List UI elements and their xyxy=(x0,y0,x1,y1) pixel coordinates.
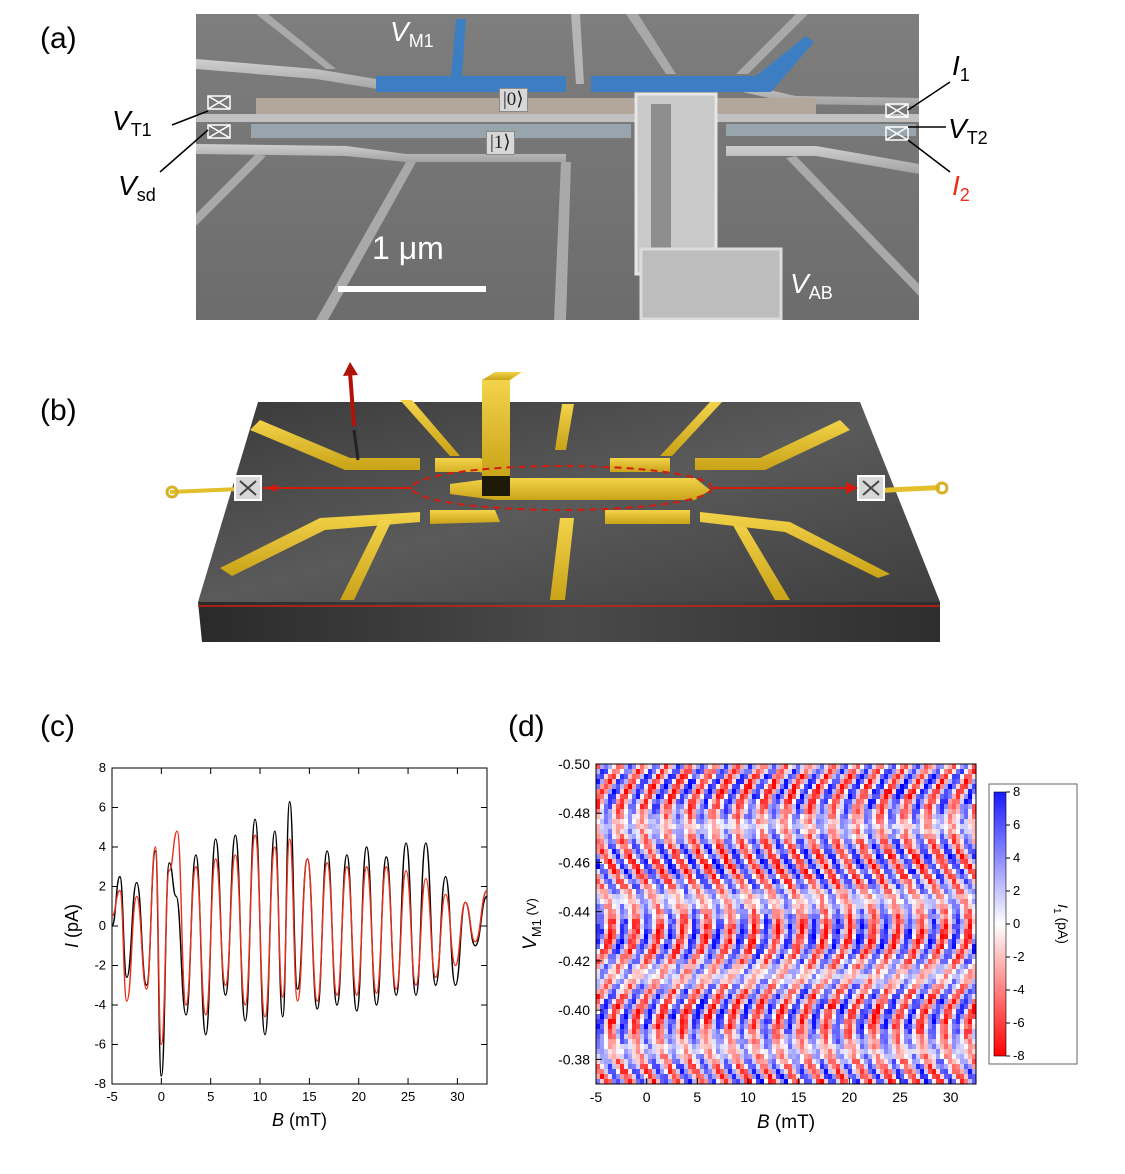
colorbar-tick-label: -2 xyxy=(1013,949,1025,964)
label-vab: VAB xyxy=(790,268,833,303)
x-tick-label: 30 xyxy=(943,1089,959,1105)
y-tick-label: -2 xyxy=(94,958,106,973)
colorbar-tick-label: 2 xyxy=(1013,883,1020,898)
colorbar-tick-label: -4 xyxy=(1013,982,1025,997)
colorbar-tick-label: -8 xyxy=(1013,1048,1025,1063)
plot-frame xyxy=(595,763,977,1085)
colorbar-tick-label: 4 xyxy=(1013,850,1020,865)
panel-label-c: (c) xyxy=(40,710,75,743)
device-schematic xyxy=(165,362,949,642)
y-tick-label: -0.44 xyxy=(558,904,590,920)
x-tick-label: 25 xyxy=(892,1089,908,1105)
colorbar-label: I1 (pA) xyxy=(1051,904,1071,944)
x-tick-label: 30 xyxy=(450,1089,464,1104)
x-tick-label: 15 xyxy=(791,1089,807,1105)
panel-label-a: (a) xyxy=(40,22,77,55)
x-tick-label: 0 xyxy=(643,1089,651,1105)
x-axis-label: B (mT) xyxy=(757,1112,815,1133)
y-tick-label: -8 xyxy=(94,1076,106,1091)
label-vt2: VT2 xyxy=(948,113,988,148)
x-tick-label: 25 xyxy=(401,1089,415,1104)
y-axis-label: I (pA) xyxy=(62,904,82,948)
y-tick-label: -0.40 xyxy=(558,1002,590,1018)
x-tick-label: -5 xyxy=(106,1089,118,1104)
ket-zero: |0⟩ xyxy=(499,88,528,112)
chart-c: -5 0 5 10 15 20 25 30 -8 -6 -4 -2 0 2 4 6 8 B (mT) I (pA) xyxy=(62,760,488,1130)
x-tick-label: 10 xyxy=(253,1089,267,1104)
y-tick-label: 2 xyxy=(99,879,106,894)
scalebar-label: 1 μm xyxy=(372,230,444,266)
x-tick-label: 5 xyxy=(693,1089,701,1105)
label-vsd: Vsd xyxy=(118,170,156,205)
series-line-1 xyxy=(111,830,488,1046)
label-i2: I2 xyxy=(952,170,970,205)
x-tick-label: 5 xyxy=(207,1089,214,1104)
colorbar-tick-label: 6 xyxy=(1013,817,1020,832)
y-tick-label: -0.46 xyxy=(558,854,590,870)
y-tick-label: 6 xyxy=(99,800,106,815)
label-vm1: VM1 xyxy=(390,16,434,51)
y-axis-label: VM1 (V) xyxy=(520,898,544,950)
colorbar-tick-label: -6 xyxy=(1013,1015,1025,1030)
x-tick-label: -5 xyxy=(590,1089,603,1105)
y-tick-label: -0.50 xyxy=(558,756,590,772)
y-tick-label: -6 xyxy=(94,1037,106,1052)
heatmap-cells xyxy=(596,764,977,1085)
label-vt1: VT1 xyxy=(112,105,152,140)
y-tick-label: 8 xyxy=(99,760,106,775)
ket-one: |1⟩ xyxy=(486,131,515,155)
x-tick-label: 0 xyxy=(158,1089,165,1104)
label-leader-lines xyxy=(159,81,951,173)
x-tick-label: 20 xyxy=(351,1089,365,1104)
colorbar-tick-label: 0 xyxy=(1013,916,1020,931)
colorbar xyxy=(993,791,1007,1057)
sem-micrograph xyxy=(196,14,919,320)
y-tick-label: -0.48 xyxy=(558,805,590,821)
y-tick-label: -0.38 xyxy=(558,1051,590,1067)
label-i1: I1 xyxy=(952,50,970,85)
y-tick-label: 0 xyxy=(99,918,106,933)
x-tick-label: 15 xyxy=(302,1089,316,1104)
panel-label-d: (d) xyxy=(508,710,545,743)
y-tick-label: -4 xyxy=(94,997,106,1012)
y-tick-label: 4 xyxy=(99,839,106,854)
panel-label-b: (b) xyxy=(40,394,77,427)
y-tick-label: -0.42 xyxy=(558,953,590,969)
x-tick-label: 10 xyxy=(740,1089,756,1105)
x-axis-label: B (mT) xyxy=(272,1110,327,1130)
x-tick-label: 20 xyxy=(842,1089,858,1105)
colorbar-tick-label: 8 xyxy=(1013,784,1020,799)
